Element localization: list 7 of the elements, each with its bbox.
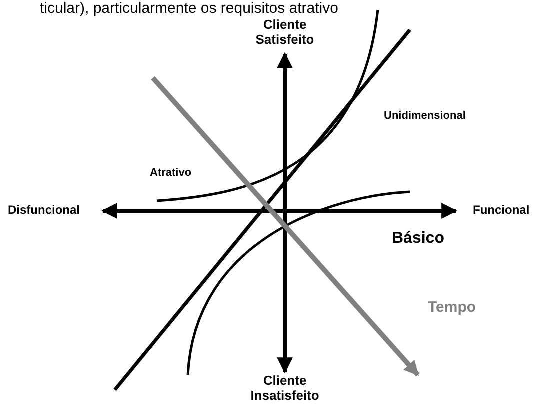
axis-label: Funcional — [473, 204, 530, 218]
direction-label: Tempo — [428, 299, 476, 316]
curve-label: Atrativo — [150, 167, 192, 180]
axis-label: Disfuncional — [8, 204, 80, 218]
curve-label: Básico — [392, 230, 444, 248]
curve-label: Unidimensional — [384, 110, 466, 123]
body-text: ticular), particularmente os requisitos atrativo — [40, 0, 338, 18]
